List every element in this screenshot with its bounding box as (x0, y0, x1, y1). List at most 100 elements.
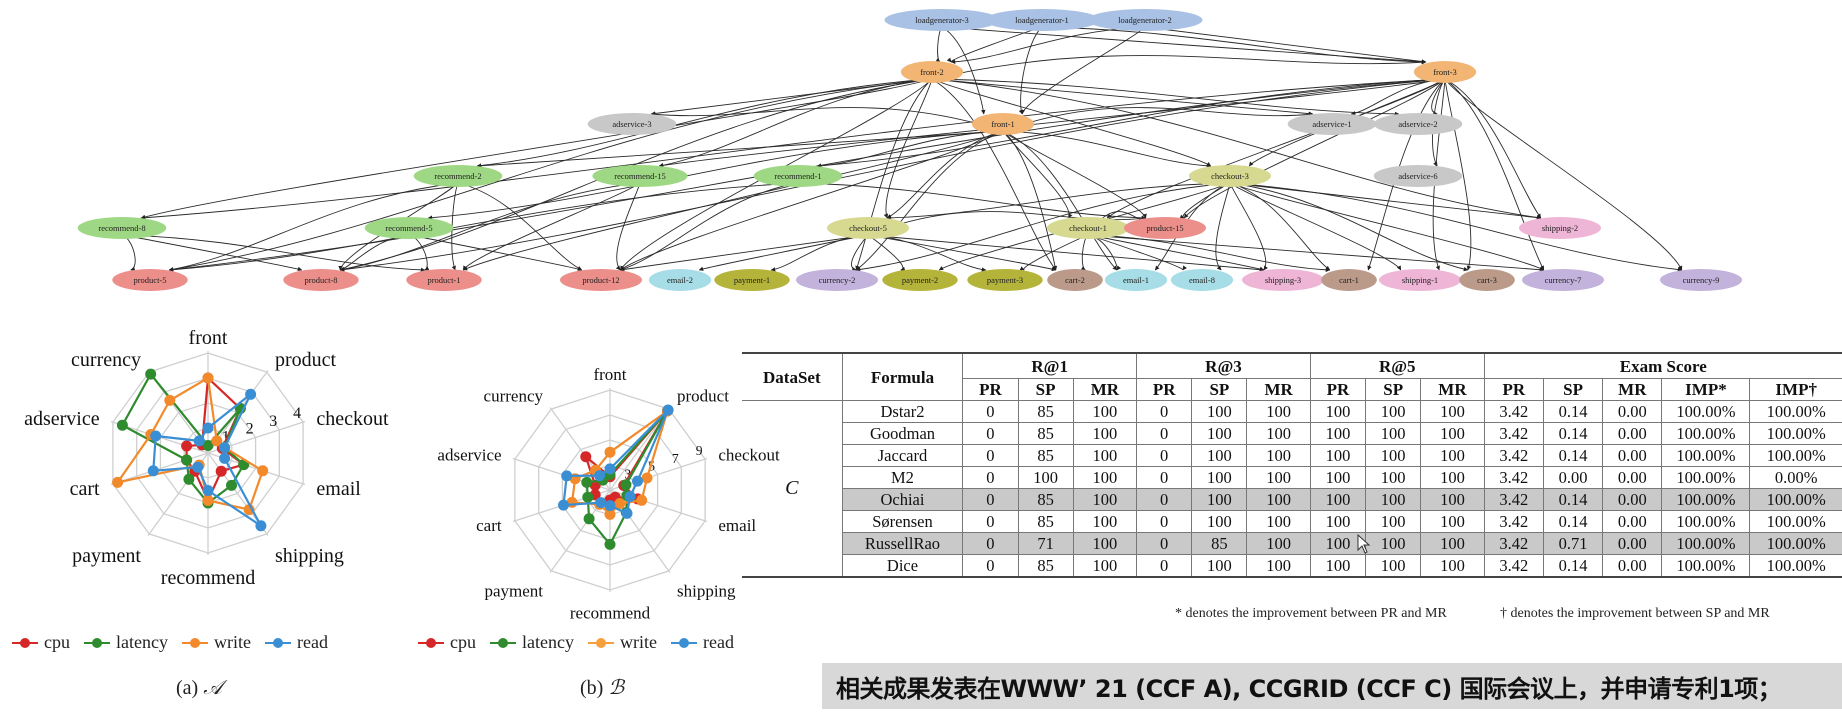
graph-node-label: shipping-3 (1265, 275, 1301, 285)
radar-axis-label-recommend: recommend (570, 603, 651, 622)
table-cell: 0 (962, 422, 1019, 445)
table-cell: 0 (962, 554, 1019, 578)
cell-formula: Sørensen (841, 510, 964, 533)
graph-edge (1229, 182, 1268, 271)
graph-edge (121, 234, 426, 273)
graph-node-payment-1: payment-1 (714, 269, 790, 291)
radar-axis-label-product: product (677, 387, 729, 406)
radar-point-write-recommend (604, 508, 616, 520)
radar-axis-label-front: front (189, 330, 228, 349)
table-cell: 3.42 (1483, 444, 1544, 467)
graph-edge (816, 78, 1446, 168)
table-cell: 0 (962, 488, 1019, 511)
table-cell: 100 (1365, 466, 1422, 489)
graph-node-label: front-3 (1433, 67, 1457, 77)
table-cell: 100 (1246, 510, 1311, 533)
table-cell: 100 (1072, 444, 1138, 467)
graph-node-ellipse (1124, 217, 1206, 239)
radar-point-read-adservice (150, 430, 162, 442)
radar-point-read-cart (558, 499, 569, 511)
radar-point-latency-cart (181, 454, 193, 466)
footnote-dagger: † denotes the improvement between SP and… (1500, 606, 1770, 621)
graph-node-ellipse (1087, 9, 1203, 31)
graph-node-email-1: email-1 (1104, 269, 1168, 291)
table-cell: 100 (1191, 444, 1248, 467)
graph-node-label: payment-2 (902, 275, 938, 285)
graph-edge (770, 234, 869, 272)
graph-edge (1087, 234, 1187, 271)
table-cell: 71 (1017, 532, 1074, 555)
legend-label: write (619, 632, 657, 652)
table-cell: 85 (1017, 422, 1074, 445)
radar-tick-label: 1 (222, 428, 230, 445)
graph-node-currency-7: currency-7 (1522, 269, 1604, 291)
legend-item-read: read (264, 632, 328, 653)
graph-edge (1087, 234, 1545, 273)
graph-node-label: shipping-2 (1542, 223, 1578, 233)
table-cell: 100 (1191, 466, 1248, 489)
graph-node-front-1: front-1 (971, 113, 1035, 135)
graph-node-label: adservice-6 (1398, 171, 1437, 181)
graph-node-ellipse (592, 165, 688, 187)
graph-node-ellipse (967, 269, 1043, 291)
table-cell: 0.00 (1542, 466, 1604, 489)
table-cell: 3.42 (1483, 488, 1544, 511)
table-cell: 100 (1191, 510, 1248, 533)
table-cell: 0.00 (1602, 400, 1663, 423)
legend-label: latency (522, 632, 574, 652)
graph-node-ellipse (1373, 113, 1463, 135)
table-cell: 3.42 (1483, 554, 1544, 578)
graph-node-ellipse (882, 269, 958, 291)
graph-node-label: checkout-5 (849, 223, 887, 233)
radar-axis-label-payment: payment (72, 545, 141, 567)
radar-axis-label-shipping: shipping (677, 582, 736, 601)
table-cell: 100.00% (1661, 554, 1751, 578)
radar-point-write-shipping (614, 498, 626, 509)
table-cell: 0.00 (1602, 466, 1663, 489)
graph-edge (935, 26, 943, 63)
graph-node-product-15: product-15 (1124, 217, 1206, 239)
graph-node-recommend-8: recommend-8 (77, 217, 167, 239)
graph-node-label: payment-3 (987, 275, 1023, 285)
header-sp: SP (1017, 378, 1074, 401)
radar-grid (512, 388, 708, 592)
table-cell: 0.00 (1602, 488, 1663, 511)
radar-axis-label-product: product (275, 349, 337, 371)
table-cell: 100 (1365, 488, 1422, 511)
table-cell: 100 (1365, 554, 1422, 578)
legend-a: cpu latency write read (12, 632, 328, 653)
table-cell: 100 (1420, 510, 1485, 533)
radar-point-latency-payment (183, 473, 195, 485)
cell-formula: Ochiai (841, 488, 964, 511)
table-cell: 85 (1017, 554, 1074, 578)
graph-node-label: product-15 (1146, 223, 1183, 233)
header-mr: MR (1072, 378, 1138, 401)
radar-point-latency-recommend (604, 538, 616, 550)
graph-node-label: checkout-3 (1211, 171, 1249, 181)
graph-node-loadgenerator-2: loadgenerator-2 (1087, 9, 1203, 31)
table-cell: 0 (1136, 422, 1193, 445)
table-cell: 0.00 (1602, 554, 1663, 578)
graph-node-loadgenerator-3: loadgenerator-3 (884, 9, 1000, 31)
graph-edge (339, 234, 410, 272)
graph-edge (1002, 107, 1314, 132)
graph-node-label: email-8 (1189, 275, 1215, 285)
graph-node-label: product-12 (582, 275, 619, 285)
radar-point-cpu-currency (580, 451, 592, 463)
caption-b-prefix: (b) (580, 677, 604, 699)
table-cell: 100 (1246, 554, 1311, 578)
graph-node-product-12: product-12 (560, 269, 642, 291)
radar-chart-b: frontproductcheckoutemailshippingrecomme… (437, 365, 780, 622)
table-cell: 0 (962, 466, 1019, 489)
table-cell: 100 (1072, 488, 1138, 511)
table-cell: 100 (1309, 532, 1367, 555)
graph-node-ellipse (406, 269, 482, 291)
graph-node-ellipse (796, 269, 878, 291)
radar-axis-label-shipping: shipping (275, 545, 344, 567)
radar-point-cpu-adservice (181, 440, 193, 452)
graph-edge (851, 234, 869, 272)
graph-node-product-1: product-1 (406, 269, 482, 291)
table-cell: 100 (1309, 510, 1367, 533)
header-exam-score: Exam Score (1483, 352, 1842, 379)
